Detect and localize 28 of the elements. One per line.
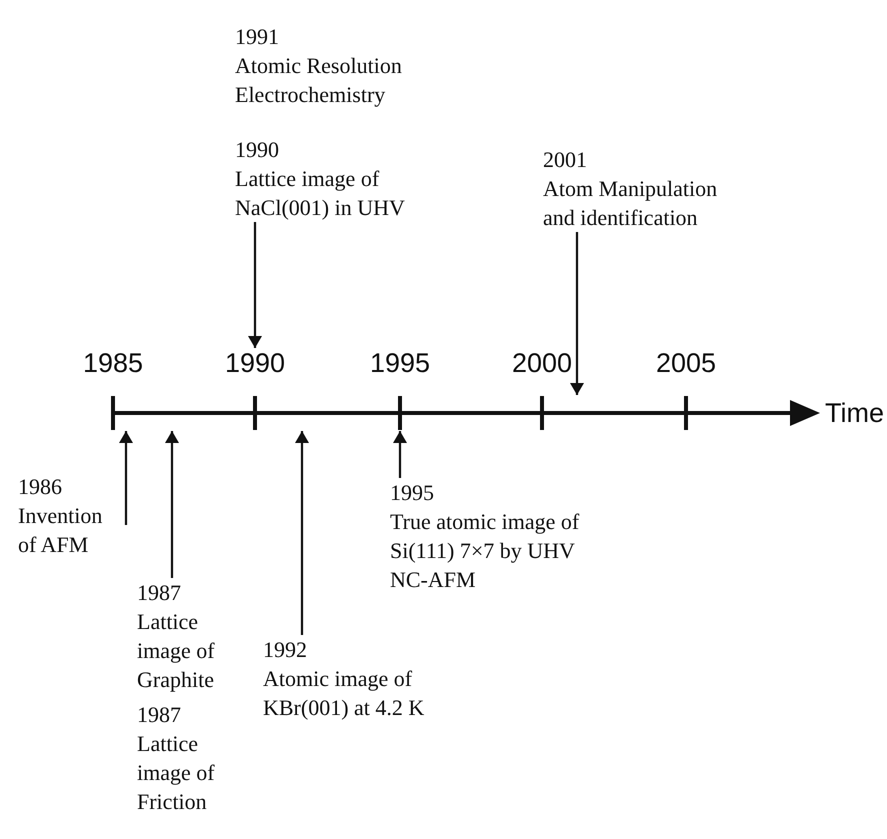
axis-label: Time (825, 398, 884, 428)
arrow (393, 431, 407, 478)
event-year: 1986 (18, 473, 63, 501)
event-year: 1987 (137, 579, 182, 607)
arrow (165, 431, 179, 578)
event-year: 1992 (263, 636, 308, 664)
event-description: Atomic image of KBr(001) at 4.2 K (263, 665, 426, 722)
event-year: 1995 (390, 479, 435, 507)
event-description: Lattice image of NaCl(001) in UHV (235, 165, 406, 222)
event-description: Lattice image of Friction (137, 730, 216, 816)
arrow (248, 222, 262, 348)
event-description: Invention of AFM (18, 502, 104, 559)
event-year: 1991 (235, 23, 280, 51)
year-tick-label: 1985 (82, 348, 144, 378)
event-description: Atomic Resolution Electrochemistry (235, 52, 403, 109)
arrow (119, 431, 133, 525)
year-tick-label: 2005 (656, 348, 716, 378)
arrow (295, 431, 309, 635)
arrow (570, 232, 584, 395)
event-year: 1987 (137, 701, 182, 729)
year-tick-label: 2000 (512, 348, 572, 378)
event-year: 2001 (543, 146, 588, 174)
event-description: True atomic image of Si(111) 7×7 by UHV NC-AFM (390, 508, 580, 594)
event-description: Lattice image of Graphite (137, 608, 216, 694)
year-tick-label: 1990 (224, 348, 286, 378)
year-tick-label: 1995 (370, 348, 430, 378)
event-year: 1990 (235, 136, 280, 164)
event-description: Atom Manipulation and identification (543, 175, 718, 232)
